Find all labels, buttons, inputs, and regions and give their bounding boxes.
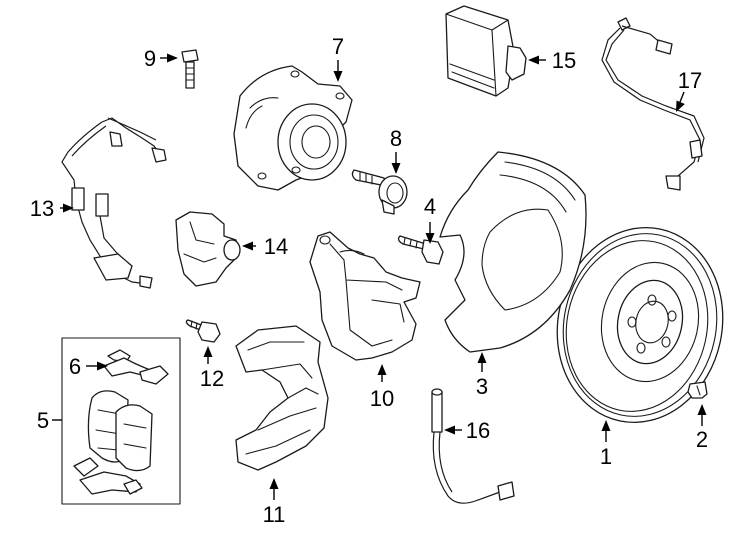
brake-pad-set: [61, 337, 181, 505]
callout-7: 7: [332, 34, 344, 82]
hub-bolt: [181, 49, 199, 89]
callout-13: 13: [30, 196, 74, 221]
callout-17: 17: [676, 68, 702, 112]
callout-9: 9: [144, 46, 178, 71]
brake-caliper: [309, 231, 421, 361]
callout-4: 4: [424, 194, 436, 244]
callout-label: 5: [37, 408, 49, 433]
wheel-hub-bearing: [233, 65, 353, 191]
wheel-speed-sensor: [431, 388, 515, 504]
callout-14: 14: [242, 234, 288, 259]
bracket-bolt: [185, 319, 221, 343]
callout-5: 5: [37, 408, 62, 433]
callout-label: 6: [69, 354, 81, 379]
callout-label: 16: [466, 418, 490, 443]
callout-label: 7: [332, 34, 344, 59]
callout-12: 12: [200, 346, 224, 391]
pad-wear-sensor: [61, 117, 167, 289]
callout-3: 3: [476, 352, 488, 399]
callout-label: 3: [476, 374, 488, 399]
callout-16: 16: [444, 418, 490, 443]
callout-label: 11: [263, 502, 286, 527]
callout-label: 4: [424, 194, 436, 219]
callout-label: 15: [552, 48, 576, 73]
callout-label: 8: [390, 126, 402, 151]
callout-label: 17: [678, 68, 702, 93]
speed-sensor-cable: [601, 17, 705, 191]
callout-15: 15: [528, 48, 576, 73]
brake-rotor: [556, 226, 724, 424]
callout-1: 1: [600, 420, 612, 469]
callout-2: 2: [696, 404, 708, 452]
callout-10: 10: [370, 364, 394, 411]
callout-label: 13: [30, 196, 54, 221]
callout-6: 6: [69, 354, 108, 379]
dust-shield: [439, 151, 587, 353]
callout-label: 12: [200, 366, 224, 391]
caliper-bolt: [397, 235, 444, 265]
callout-8: 8: [390, 126, 402, 174]
parking-brake-actuator: [175, 211, 241, 287]
caliper-bracket: [235, 325, 329, 471]
rotor-screw: [687, 381, 708, 399]
callout-label: 1: [600, 444, 612, 469]
callout-11: 11: [263, 478, 286, 527]
callout-label: 9: [144, 46, 156, 71]
control-module: [445, 5, 527, 97]
bleeder-screw: [351, 169, 408, 215]
callout-label: 10: [370, 386, 394, 411]
callout-label: 14: [264, 234, 288, 259]
callout-label: 2: [696, 427, 708, 452]
